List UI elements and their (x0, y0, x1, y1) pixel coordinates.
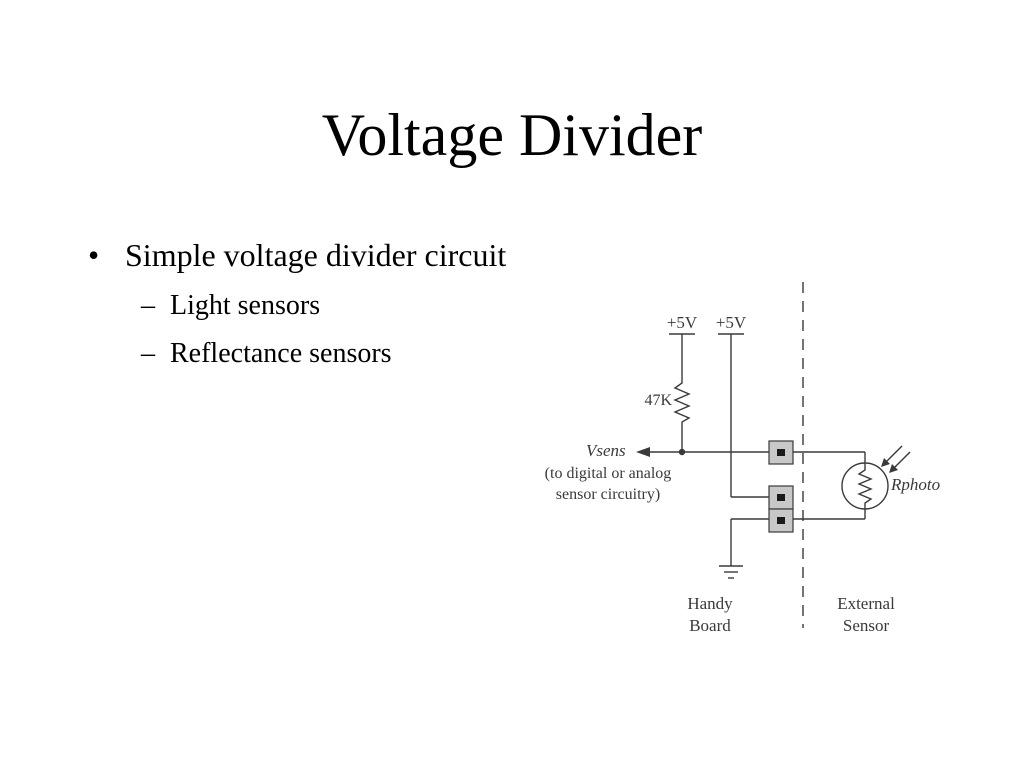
connector-3 (768, 508, 794, 533)
bullet-marker: • (88, 237, 100, 273)
resistor-label: 47K (644, 392, 672, 409)
bullet-item: • Simple voltage divider circuit – Light… (88, 232, 508, 378)
connector-1 (768, 440, 794, 465)
slide-title: Voltage Divider (321, 102, 703, 168)
light-arrowhead-1 (881, 458, 890, 467)
external-sensor-label-line-1: External (837, 594, 895, 613)
output-note-line-1: (to digital or analog (545, 465, 672, 482)
resistor-47k (673, 378, 691, 452)
sub-bullet-text: Light sensors (170, 290, 321, 321)
sub-bullet-item: – Reflectance sensors (125, 330, 508, 378)
dash-marker: – (141, 338, 155, 369)
external-sensor-label-line-2: Sensor (843, 616, 890, 635)
photoresistor-zigzag (857, 463, 873, 509)
vsens-label: Vsens (586, 441, 626, 460)
junction-node (678, 448, 686, 456)
handy-board-label-line-2: Board (689, 616, 731, 635)
vsens-arrowhead (636, 447, 650, 457)
sub-bullet-item: – Light sensors (125, 282, 508, 330)
light-arrowhead-2 (889, 464, 898, 473)
bullet-text: Simple voltage divider circuit (125, 237, 507, 273)
sub-bullet-text: Reflectance sensors (170, 338, 392, 369)
bullet-list: • Simple voltage divider circuit – Light… (88, 232, 508, 378)
supply-left-label: +5V (667, 313, 698, 332)
connector-2 (768, 485, 794, 510)
rphoto-label: Rphoto (890, 475, 940, 494)
dash-marker: – (141, 290, 155, 321)
sub-bullet-list: – Light sensors – Reflectance sensors (125, 282, 508, 378)
output-note-line-2: sensor circuitry) (556, 486, 660, 503)
supply-right-label: +5V (716, 313, 747, 332)
voltage-divider-diagram: +5V +5V 47K Vsens (to digital or analog … (545, 282, 940, 635)
handy-board-label-line-1: Handy (687, 594, 733, 613)
